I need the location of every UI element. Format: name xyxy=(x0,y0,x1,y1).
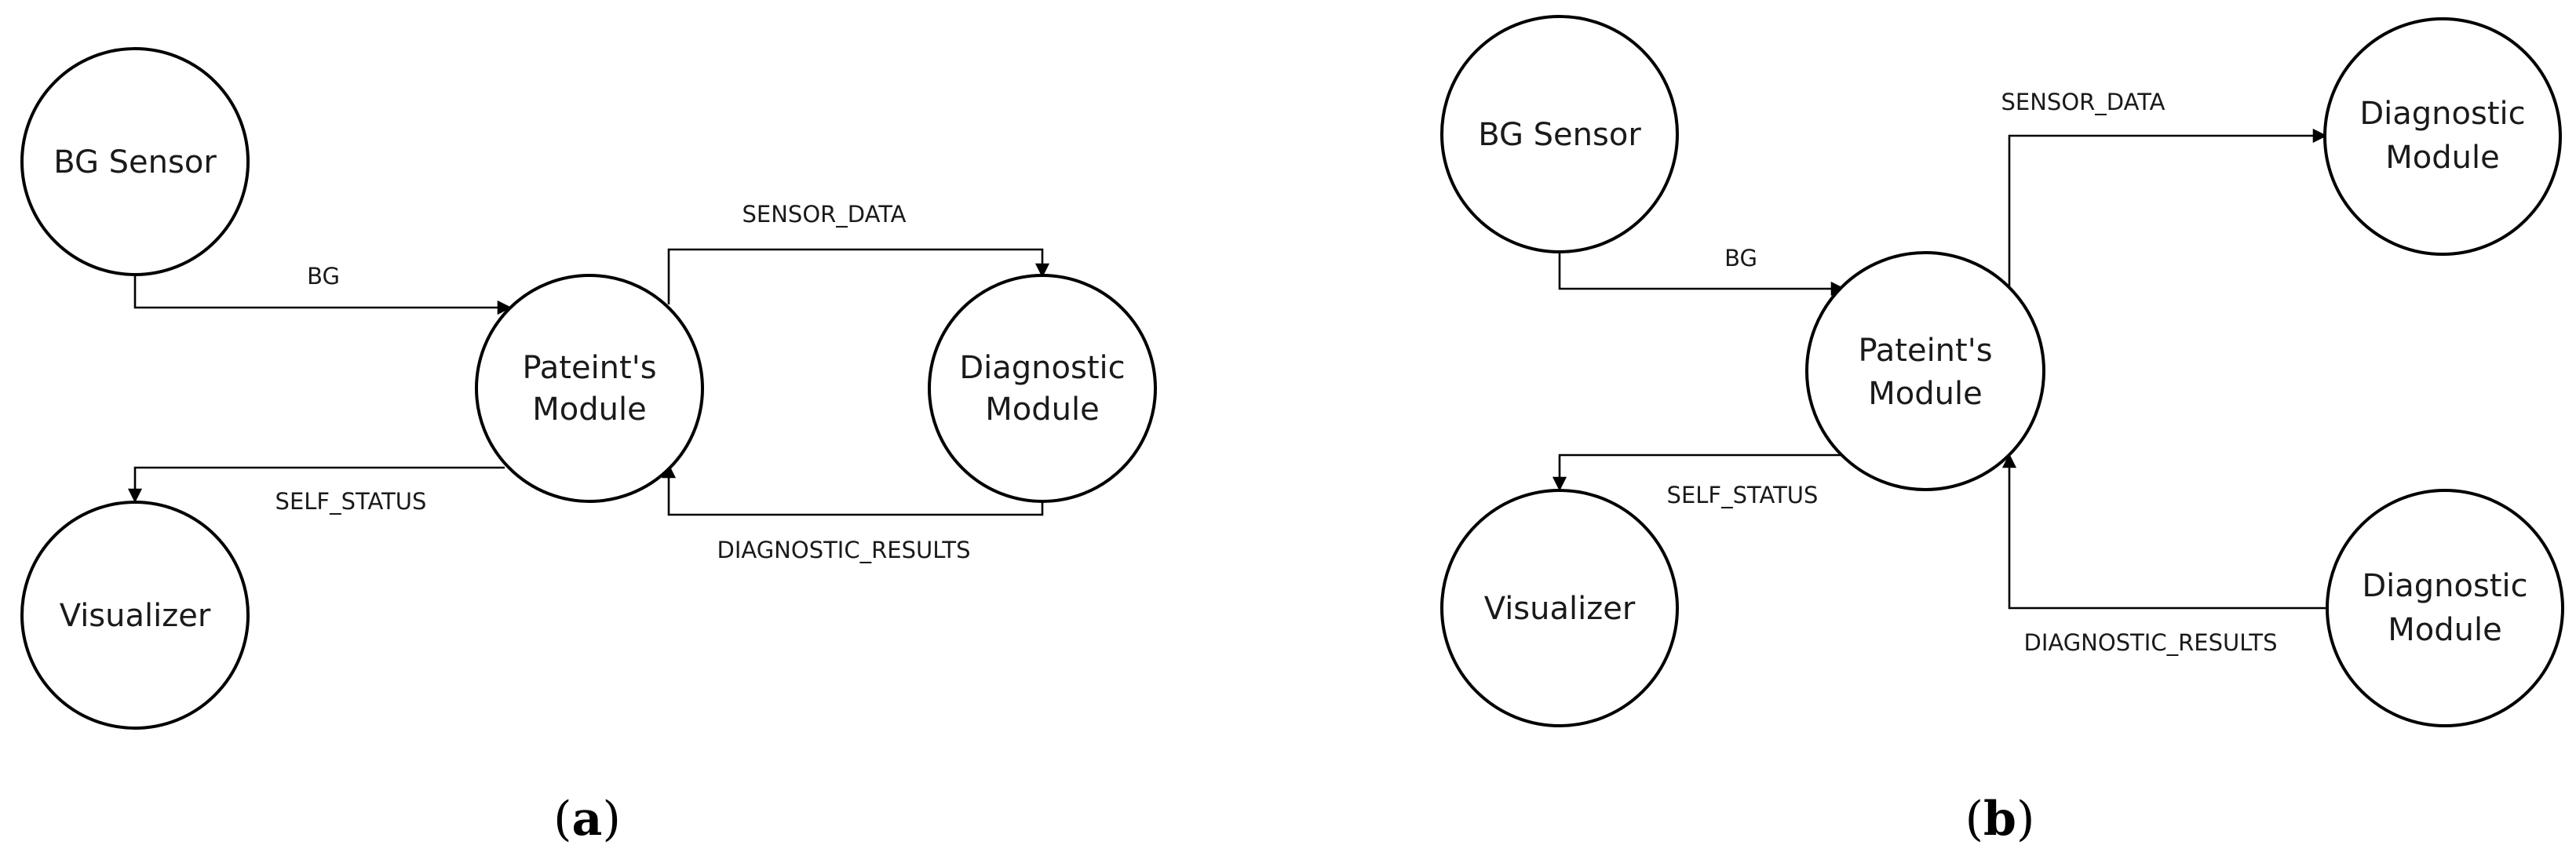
node-diagnostic-module-bottom-label-line2: Module xyxy=(2388,612,2501,648)
node-patient-module-label-line1: Pateint's xyxy=(1858,333,1992,369)
node-patient-module-circle xyxy=(1805,251,2045,491)
edge-bg-label: BG xyxy=(1724,245,1757,271)
edge-self-status-label: SELF_STATUS xyxy=(275,488,427,515)
node-visualizer: Visualizer xyxy=(1440,489,1679,727)
edge-bg-label: BG xyxy=(307,263,340,290)
panel-b-caption: (b) xyxy=(1965,792,2035,847)
node-diagnostic-module-label-line1: Diagnostic xyxy=(959,350,1125,386)
node-diagnostic-module-top-label-line1: Diagnostic xyxy=(2359,96,2525,132)
node-diagnostic-module-top-label-line2: Module xyxy=(2385,140,2499,176)
panel-a-caption: (a) xyxy=(553,792,621,847)
edge-self-status: SELF_STATUS xyxy=(127,466,505,515)
node-bg-sensor-circle xyxy=(20,47,250,276)
node-patient-module-label-line2: Module xyxy=(1868,376,1982,412)
node-diagnostic-module-top-circle xyxy=(2323,17,2562,256)
node-diagnostic-module-circle xyxy=(928,274,1157,503)
edge-self-status: SELF_STATUS xyxy=(1552,454,1841,508)
node-diagnostic-module-label-line2: Module xyxy=(985,392,1099,428)
edge-bg-line xyxy=(133,275,512,315)
edge-sensor-data-label: SENSOR_DATA xyxy=(2001,89,2165,115)
edge-diagnostic-results: DIAGNOSTIC_RESULTS xyxy=(2001,454,2328,656)
panel-b: BG SENSOR_DATA SELF_STATUS DIAGNOSTIC_RE… xyxy=(1440,15,2564,847)
edge-sensor-data-line xyxy=(2008,128,2327,289)
edge-diagnostic-results-label: DIAGNOSTIC_RESULTS xyxy=(717,537,970,563)
edge-sensor-data-label: SENSOR_DATA xyxy=(742,201,906,228)
edge-self-status-line xyxy=(1552,454,1841,491)
node-patient-module-label-line1: Pateint's xyxy=(522,350,656,386)
node-bg-sensor: BG Sensor xyxy=(1440,15,1679,253)
node-patient-module: Pateint's Module xyxy=(475,274,704,503)
node-diagnostic-module-bottom-circle xyxy=(2326,489,2564,727)
edge-bg-line xyxy=(1558,252,1845,297)
edge-self-status-label: SELF_STATUS xyxy=(1667,482,1819,508)
node-visualizer-label: Visualizer xyxy=(1484,591,1636,627)
edge-diagnostic-results-line xyxy=(2001,454,2328,610)
edge-bg: BG xyxy=(1558,245,1845,297)
panel-a: BG SENSOR_DATA SELF_STATUS DIAGNOSTIC_RE… xyxy=(20,47,1157,847)
edge-self-status-line xyxy=(127,466,505,503)
node-visualizer-circle xyxy=(1440,489,1679,727)
node-bg-sensor-circle xyxy=(1440,15,1679,253)
edge-diagnostic-results-line xyxy=(661,464,1044,516)
edge-diagnostic-results: DIAGNOSTIC_RESULTS xyxy=(661,464,1044,563)
node-diagnostic-module: Diagnostic Module xyxy=(928,274,1157,503)
node-diagnostic-module-bottom-label-line1: Diagnostic xyxy=(2362,568,2527,604)
node-bg-sensor-label: BG Sensor xyxy=(53,144,217,180)
node-diagnostic-module-top: Diagnostic Module xyxy=(2323,17,2562,256)
node-patient-module-circle xyxy=(475,274,704,503)
node-patient-module-label-line2: Module xyxy=(532,392,646,428)
node-visualizer-circle xyxy=(20,501,250,730)
node-visualizer: Visualizer xyxy=(20,501,250,730)
edge-sensor-data: SENSOR_DATA xyxy=(2001,89,2327,289)
edge-sensor-data: SENSOR_DATA xyxy=(667,201,1050,304)
node-bg-sensor-label: BG Sensor xyxy=(1478,117,1641,153)
node-visualizer-label: Visualizer xyxy=(60,598,211,634)
node-diagnostic-module-bottom: Diagnostic Module xyxy=(2326,489,2564,727)
edge-sensor-data-line xyxy=(667,248,1050,304)
edge-bg: BG xyxy=(133,263,512,315)
node-patient-module: Pateint's Module xyxy=(1805,251,2045,491)
node-bg-sensor: BG Sensor xyxy=(20,47,250,276)
edge-diagnostic-results-label: DIAGNOSTIC_RESULTS xyxy=(2023,629,2277,656)
